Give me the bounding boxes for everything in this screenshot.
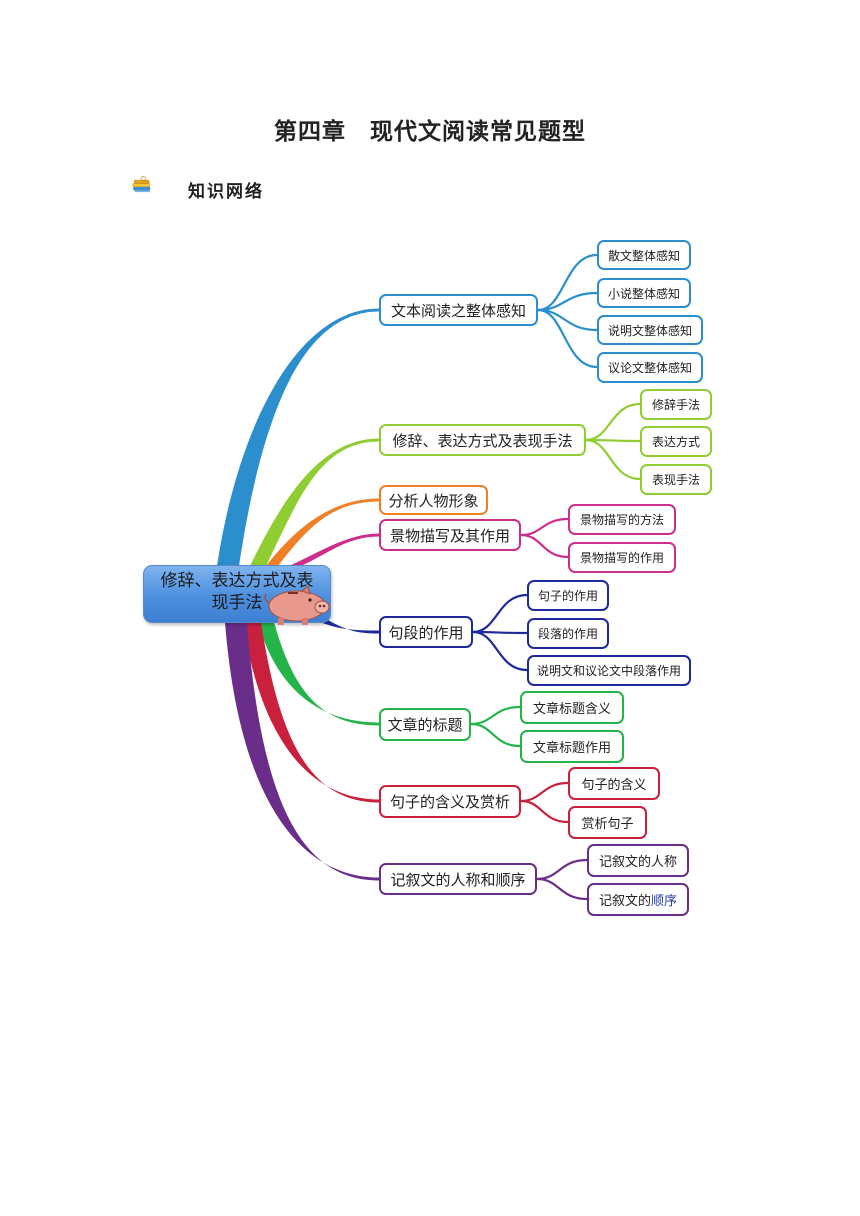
chapter-title: 现代文阅读常见题型 bbox=[370, 118, 586, 145]
branch-connector bbox=[243, 622, 379, 803]
leaf-node: 句子的作用 bbox=[527, 580, 609, 611]
leaf-connector bbox=[535, 858, 589, 881]
leaf-node: 说明文整体感知 bbox=[597, 315, 703, 345]
chapter-number: 第四章 bbox=[274, 118, 346, 145]
branch-node-whole-perception: 文本阅读之整体感知 bbox=[379, 294, 538, 326]
leaf-connector bbox=[519, 781, 570, 803]
leaf-connector bbox=[535, 877, 589, 901]
piggy-bank-icon bbox=[264, 585, 330, 625]
leaf-connector bbox=[536, 253, 599, 312]
leaf-node: 小说整体感知 bbox=[597, 278, 691, 308]
leaf-connector bbox=[519, 517, 570, 537]
leaf-connector bbox=[584, 402, 642, 442]
section-label: 知识网络 bbox=[188, 182, 264, 202]
leaf-connector bbox=[519, 799, 570, 824]
leaf-node: 段落的作用 bbox=[527, 618, 609, 649]
branch-node-character: 分析人物形象 bbox=[379, 485, 488, 515]
leaf-connector bbox=[469, 705, 522, 726]
branch-node-title: 文章的标题 bbox=[379, 708, 471, 741]
branch-connector bbox=[266, 498, 379, 566]
leaf-node: 赏析句子 bbox=[568, 806, 647, 839]
root-label-line1: 修辞、表达方式及表 bbox=[160, 571, 314, 591]
branch-connector bbox=[258, 622, 379, 726]
leaf-connector bbox=[584, 438, 642, 481]
leaf-node: 句子的含义 bbox=[568, 767, 660, 800]
branch-node-narration: 记叙文的人称和顺序 bbox=[379, 863, 537, 895]
leaf-label-part: 顺序 bbox=[651, 894, 678, 909]
leaf-node: 景物描写的作用 bbox=[568, 542, 676, 573]
leaf-node: 修辞手法 bbox=[640, 389, 712, 420]
leaf-connector bbox=[469, 722, 522, 748]
leaf-node: 表达方式 bbox=[640, 426, 712, 457]
branch-connector bbox=[225, 622, 379, 881]
branch-connector bbox=[312, 618, 379, 634]
leaf-node: 文章标题含义 bbox=[520, 691, 624, 724]
leaf-node: 议论文整体感知 bbox=[597, 352, 703, 383]
leaf-node: 说明文和议论文中段落作用 bbox=[527, 655, 691, 686]
leaf-node: 景物描写的方法 bbox=[568, 504, 676, 535]
leaf-label-part: 记叙文的 bbox=[598, 894, 651, 909]
branch-node-scenery: 景物描写及其作用 bbox=[379, 519, 521, 551]
branch-node-rhetoric: 修辞、表达方式及表现手法 bbox=[379, 424, 586, 456]
branch-connector bbox=[284, 533, 379, 568]
branch-node-sentence-meaning: 句子的含义及赏析 bbox=[379, 785, 521, 818]
leaf-node: 记叙文的人称 bbox=[587, 844, 689, 877]
books-icon bbox=[132, 176, 151, 193]
leaf-node: 记叙文的顺序 bbox=[587, 883, 689, 916]
page-title: 第四章现代文阅读常见题型 bbox=[0, 112, 860, 146]
root-label-line2: 现手法 bbox=[211, 593, 263, 613]
leaf-connector bbox=[471, 630, 529, 672]
leaf-node: 表现手法 bbox=[640, 464, 712, 495]
leaf-connector bbox=[471, 593, 529, 634]
leaf-connector bbox=[519, 533, 570, 559]
leaf-node: 散文整体感知 bbox=[597, 240, 691, 270]
branch-node-sentence-paragraph: 句段的作用 bbox=[379, 616, 473, 648]
leaf-connector bbox=[536, 308, 599, 369]
branch-connector bbox=[217, 308, 379, 566]
leaf-node: 文章标题作用 bbox=[520, 730, 624, 763]
branch-connector bbox=[250, 438, 379, 566]
